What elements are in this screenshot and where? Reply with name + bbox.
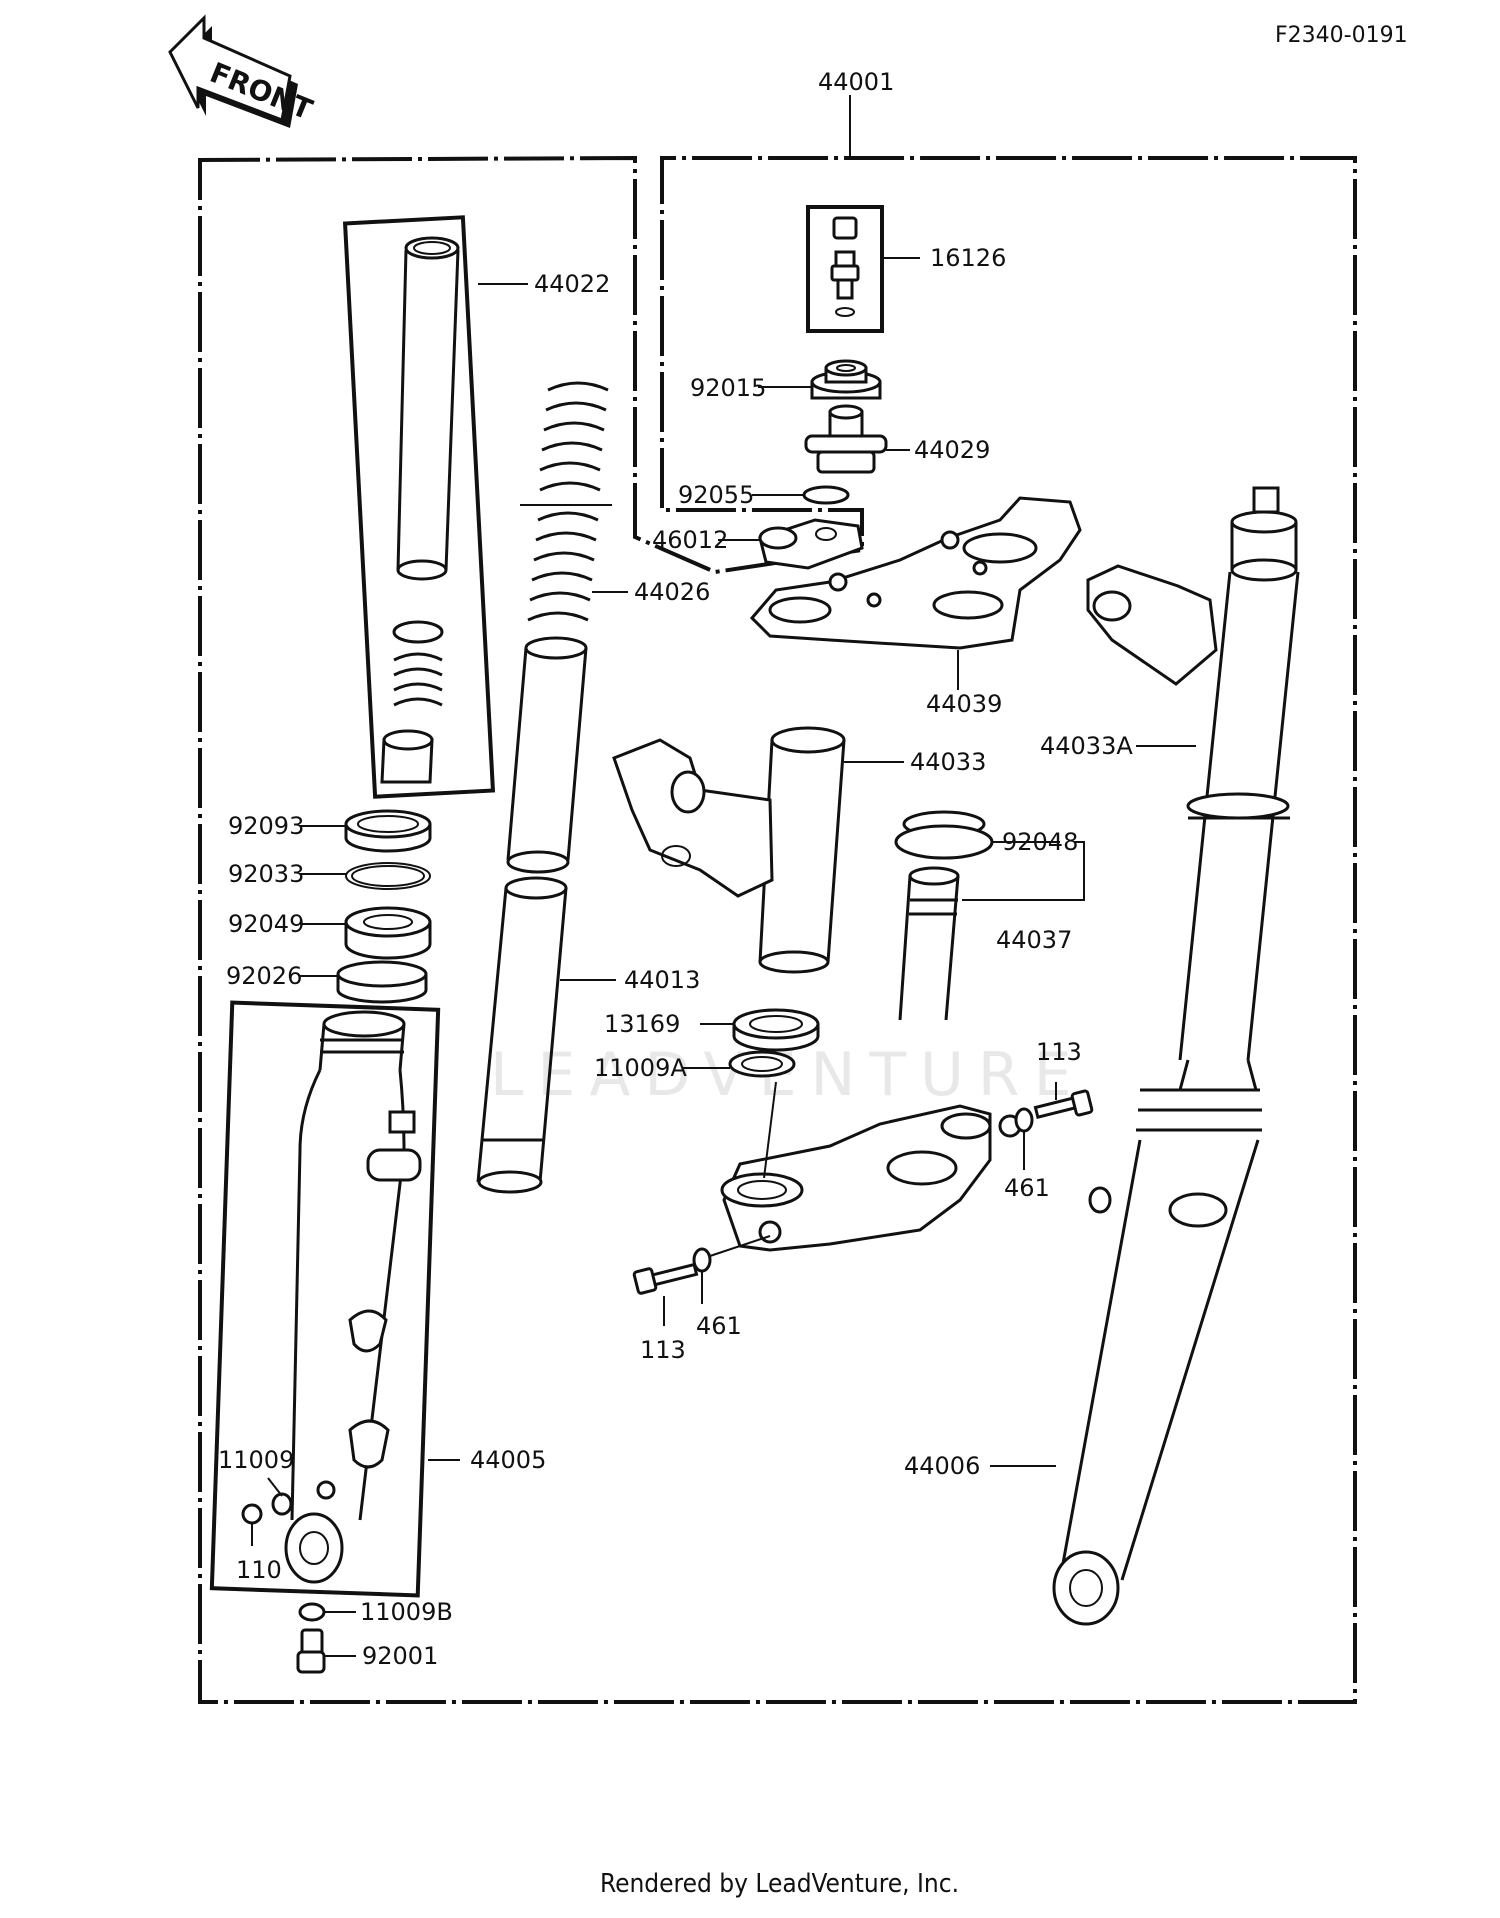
label-461-right: 461 (1004, 1174, 1050, 1202)
label-44033: 44033 (910, 748, 986, 776)
nut-part (810, 359, 882, 400)
outer-tube-left-box (209, 1000, 441, 1598)
pinch-bolt-right (1014, 1089, 1094, 1133)
seal-92093 (344, 809, 432, 853)
headlight-bracket-part (612, 726, 846, 974)
label-44029: 44029 (914, 436, 990, 464)
label-110: 110 (236, 1556, 282, 1584)
steering-stem-part (894, 810, 994, 1021)
footer-credit: Rendered by LeadVenture, Inc. (600, 1869, 959, 1899)
label-92093: 92093 (228, 812, 304, 840)
lower-clamp-part (720, 1104, 1022, 1252)
dust-seal-11009a (728, 1050, 796, 1078)
label-92001: 92001 (362, 1642, 438, 1670)
cap-plate-part (758, 518, 864, 570)
washer-11009b (298, 1602, 326, 1622)
bolt-92001 (296, 1628, 326, 1674)
o-ring-part (802, 485, 850, 505)
label-16126: 16126 (930, 244, 1006, 272)
outer-tube-right-part (1052, 486, 1300, 1626)
bearing-13169 (732, 1008, 820, 1052)
label-11009: 11009 (218, 1446, 294, 1474)
label-461-left: 461 (696, 1312, 742, 1340)
bolt-part (804, 404, 888, 474)
circlip-92033 (345, 862, 431, 890)
label-46012: 46012 (652, 526, 728, 554)
label-92055: 92055 (678, 481, 754, 509)
inner-tube-part (476, 636, 588, 1194)
upper-bracket-part (749, 496, 1082, 650)
label-92026: 92026 (226, 962, 302, 990)
fork-spring-part (520, 381, 612, 622)
valve-assembly-box (806, 205, 884, 333)
label-92049: 92049 (228, 910, 304, 938)
main-frame (198, 155, 1357, 1704)
oil-seal-92049 (344, 906, 432, 960)
pinch-bolt-left (632, 1247, 712, 1295)
label-44033A: 44033A (1040, 732, 1133, 760)
drain-screw-110 (241, 1492, 293, 1525)
label-13169: 13169 (604, 1010, 680, 1038)
label-92015: 92015 (690, 374, 766, 402)
label-44006: 44006 (904, 1452, 980, 1480)
label-44013: 44013 (624, 966, 700, 994)
label-113-left: 113 (640, 1336, 686, 1364)
label-44026: 44026 (634, 578, 710, 606)
damper-rod-box (342, 215, 496, 799)
label-92033: 92033 (228, 860, 304, 888)
label-92048: 92048 (1002, 828, 1078, 856)
label-11009B: 11009B (360, 1598, 453, 1626)
air-valve-part (830, 216, 860, 317)
label-11009A: 11009A (594, 1054, 687, 1082)
front-arrow-icon: FRONT (168, 14, 317, 128)
outer-tube-left-part (284, 1010, 422, 1584)
label-44037: 44037 (996, 926, 1072, 954)
label-113-right: 113 (1036, 1038, 1082, 1066)
label-44039: 44039 (926, 690, 1002, 718)
diagram-code: F2340-0191 (1275, 23, 1408, 48)
label-44022: 44022 (534, 270, 610, 298)
washer-92026 (336, 960, 428, 1004)
damper-rod-part (380, 236, 460, 784)
label-44001: 44001 (818, 68, 894, 96)
label-44005: 44005 (470, 1446, 546, 1474)
